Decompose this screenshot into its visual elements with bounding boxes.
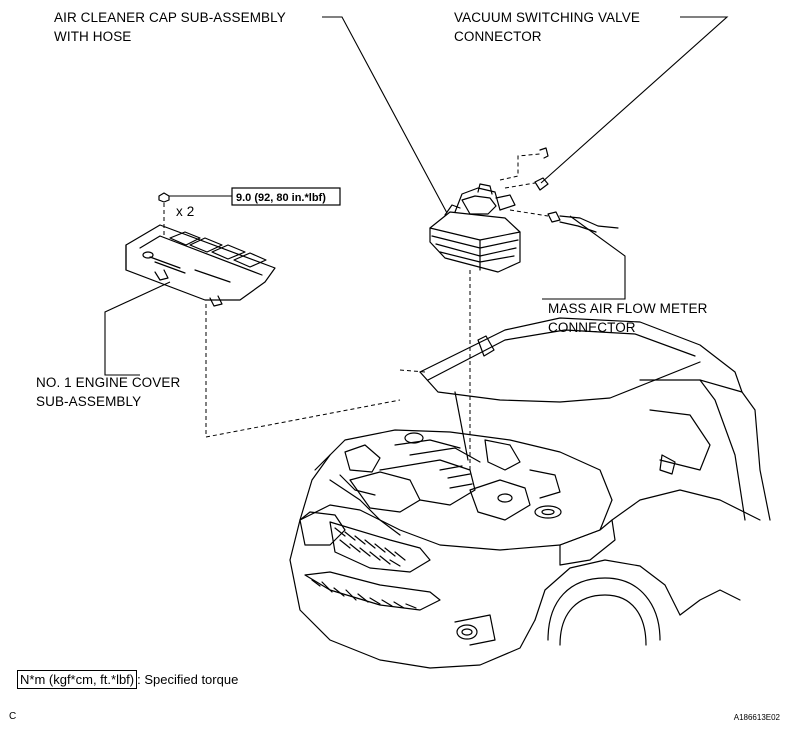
torque-legend: N*m (kgf*cm, ft.*lbf): Specified torque	[17, 670, 239, 689]
torque-value-label: 9.0 (92, 80 in.*lbf)	[236, 192, 326, 204]
alignment-lines	[163, 153, 549, 470]
torque-legend-description: : Specified torque	[137, 672, 239, 687]
engine-cover-label-line2: SUB-ASSEMBLY	[36, 394, 141, 409]
air-cleaner-label-line2: WITH HOSE	[54, 29, 131, 44]
maf-connector-label-line1: MASS AIR FLOW METER	[548, 301, 708, 316]
figure-id: A186613E02	[733, 713, 780, 722]
maf-connector-label-line2: CONNECTOR	[548, 320, 636, 335]
vsv-connector-label-line1: VACUUM SWITCHING VALVE	[454, 10, 640, 25]
engine-cover-part	[125, 192, 276, 307]
corner-letter: C	[9, 711, 17, 722]
torque-callout-box	[231, 187, 341, 206]
car-body	[289, 317, 771, 669]
vsv-connector-label-line2: CONNECTOR	[454, 29, 542, 44]
engine-cover-label-line1: NO. 1 ENGINE COVER	[36, 375, 180, 390]
air-cleaner-label-line1: AIR CLEANER CAP SUB-ASSEMBLY	[54, 10, 286, 25]
torque-units-box: N*m (kgf*cm, ft.*lbf)	[17, 670, 138, 689]
air-cleaner-part	[429, 147, 619, 273]
bolt-count-label: x 2	[176, 204, 194, 219]
leader-lines	[104, 16, 729, 376]
